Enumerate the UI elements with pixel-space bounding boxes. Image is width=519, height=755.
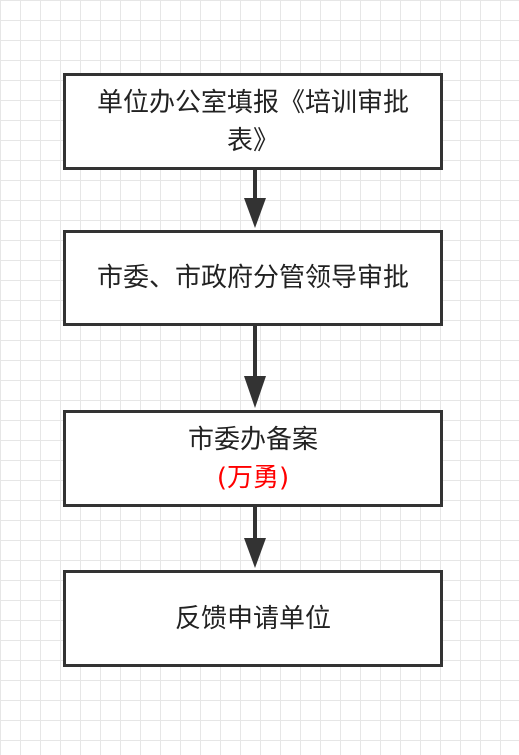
flow-step-submit-form: 单位办公室填报《培训审批表》: [63, 73, 443, 170]
flow-step-feedback: 反馈申请单位: [63, 570, 443, 667]
flow-step-note: (万勇): [216, 462, 290, 493]
arrowhead-1-2: [244, 198, 266, 228]
arrowhead-3-4: [244, 538, 266, 568]
flow-step-text: 反馈申请单位: [174, 603, 331, 634]
arrowhead-2-3: [244, 376, 266, 408]
flow-step-text: 单位办公室填报《培训审批表》: [96, 87, 409, 156]
flow-step-text: 市委、市政府分管领导审批: [96, 263, 409, 293]
flow-step-text: 市委办备案: [187, 424, 318, 455]
flow-step-filing: 市委办备案 (万勇): [63, 410, 443, 507]
flow-step-leader-approval: 市委、市政府分管领导审批: [63, 230, 443, 326]
